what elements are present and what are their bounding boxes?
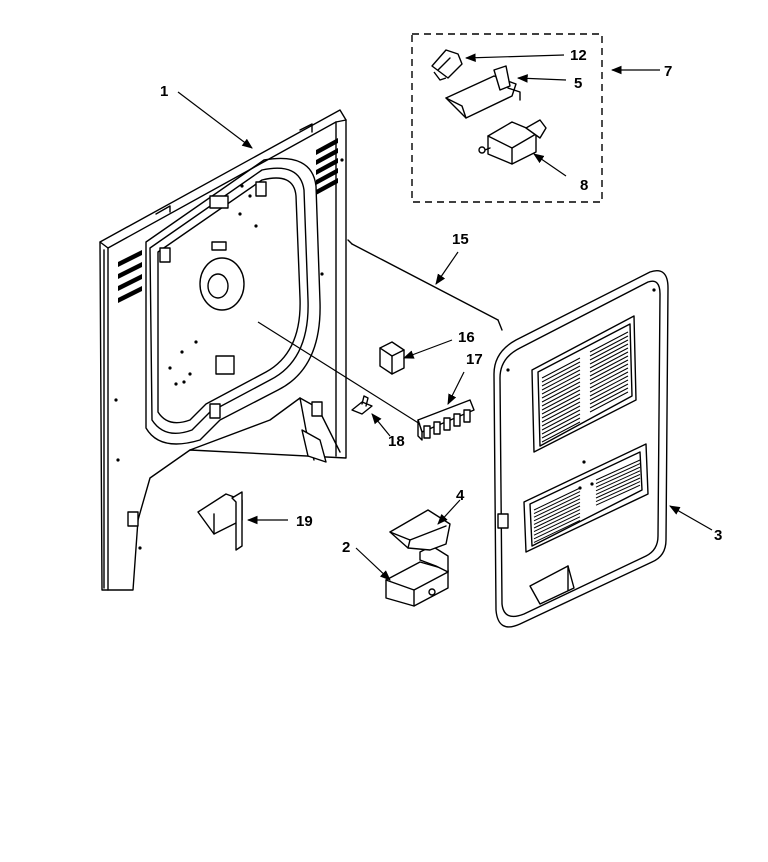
angle-bracket-part-19 xyxy=(197,491,243,551)
callout-3: 3 xyxy=(714,527,722,544)
callout-2: 2 xyxy=(342,539,350,556)
cover-lower-vent-slats xyxy=(533,459,641,543)
callout-18: 18 xyxy=(388,433,405,450)
callout-15: 15 xyxy=(452,231,469,248)
callout-12: 12 xyxy=(570,47,587,64)
callout-4: 4 xyxy=(456,487,465,504)
callout-8: 8 xyxy=(580,177,588,194)
assembly-box-part-7 xyxy=(411,33,603,203)
callout-7: 7 xyxy=(664,63,672,80)
latch-part-12 xyxy=(431,49,463,81)
callout-17: 17 xyxy=(466,351,483,368)
callout-16: 16 xyxy=(458,329,475,346)
callout-19: 19 xyxy=(296,513,313,530)
cover-upper-vent-slats xyxy=(541,331,629,443)
rod-part-15 xyxy=(347,239,503,331)
box-bracket-part-2 xyxy=(385,545,449,607)
leader-lines xyxy=(177,53,713,581)
bracket-part-5 xyxy=(445,65,521,119)
callout-1: 1 xyxy=(160,83,168,100)
callout-labels: 1 2 3 4 5 7 8 12 15 16 17 18 19 xyxy=(160,47,722,556)
screw-part-18 xyxy=(351,395,373,415)
terminal-block-part-17 xyxy=(417,399,475,441)
plate-part-4 xyxy=(389,509,451,551)
solenoid-part-8 xyxy=(478,119,547,165)
clip-part-16 xyxy=(379,341,405,375)
rear-panel-part-1 xyxy=(99,109,347,591)
cover-panel-part-3 xyxy=(493,270,669,628)
callout-5: 5 xyxy=(574,75,582,92)
